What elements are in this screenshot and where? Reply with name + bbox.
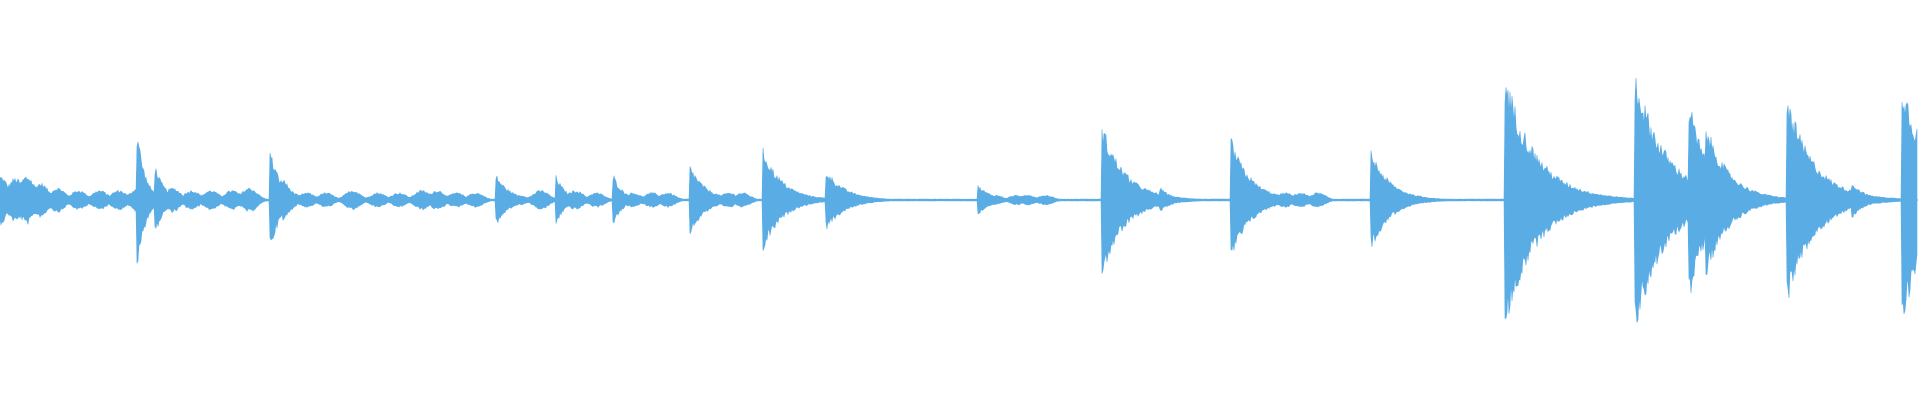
waveform-trace	[0, 77, 1918, 323]
